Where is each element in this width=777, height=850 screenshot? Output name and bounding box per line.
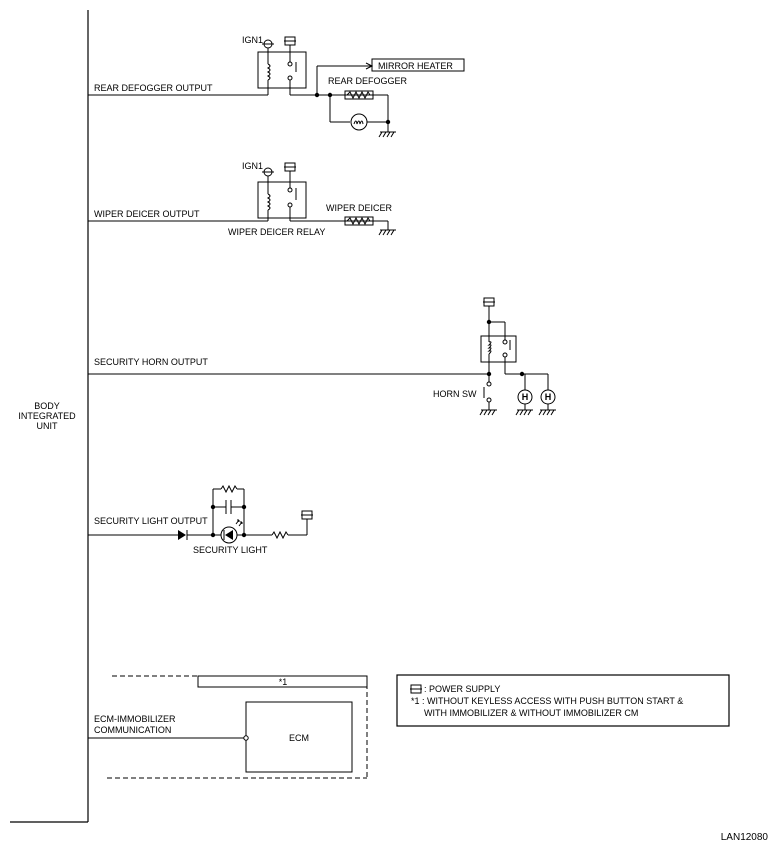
rear-defogger-ign-label: IGN1 bbox=[242, 35, 263, 45]
body-integrated-unit: BODY INTEGRATED UNIT bbox=[10, 10, 89, 823]
legend-note-line1: *1 : WITHOUT KEYLESS ACCESS WITH PUSH BU… bbox=[411, 696, 683, 706]
rear-defogger-circuit: REAR DEFOGGER OUTPUT IGN1 MIRROR HEATER bbox=[88, 35, 465, 138]
wiper-deicer-ign-label: IGN1 bbox=[242, 161, 263, 171]
unit-label-line3: UNIT bbox=[37, 421, 58, 431]
ecm-note-tag: *1 bbox=[279, 677, 288, 687]
security-horn-circuit: SECURITY HORN OUTPUT HORN SW bbox=[88, 297, 556, 416]
wiper-deicer-output-label: WIPER DEICER OUTPUT bbox=[94, 209, 200, 219]
ground-icon bbox=[515, 409, 533, 416]
noise-filter-icon bbox=[350, 113, 368, 131]
ecm-note-tag-box bbox=[197, 675, 368, 688]
ecm-comm-label-line1: ECM-IMMOBILIZER bbox=[94, 714, 176, 724]
legend-box bbox=[396, 674, 730, 727]
horn-relay bbox=[480, 335, 517, 363]
resistor-icon bbox=[220, 484, 238, 494]
resistor-icon bbox=[271, 530, 289, 540]
security-horn-output-label: SECURITY HORN OUTPUT bbox=[94, 357, 208, 367]
legend-power-supply: : POWER SUPPLY bbox=[424, 684, 500, 694]
legend-note-line2: WITH IMMOBILIZER & WITHOUT IMMOBILIZER C… bbox=[424, 708, 638, 718]
horn-1-symbol: H bbox=[522, 392, 529, 402]
diode-icon bbox=[178, 530, 186, 540]
security-light-output-label: SECURITY LIGHT OUTPUT bbox=[94, 516, 208, 526]
ecm-section: *1 ECM-IMMOBILIZER COMMUNICATION ECM bbox=[88, 675, 368, 779]
ground-icon bbox=[378, 131, 396, 138]
ground-icon bbox=[378, 229, 396, 236]
rear-defogger-label: REAR DEFOGGER bbox=[328, 76, 408, 86]
ground-icon bbox=[538, 409, 556, 416]
wiper-deicer-label: WIPER DEICER bbox=[326, 203, 393, 213]
ground-icon bbox=[479, 409, 497, 416]
horn-2-symbol: H bbox=[545, 392, 552, 402]
mirror-heater-box bbox=[371, 58, 465, 72]
wiper-deicer-relay bbox=[257, 181, 307, 219]
unit-label-line2: INTEGRATED bbox=[18, 411, 76, 421]
security-light-label: SECURITY LIGHT bbox=[193, 545, 268, 555]
wiper-deicer-circuit: WIPER DEICER OUTPUT IGN1 WIPER DEICER WI… bbox=[88, 161, 396, 237]
unit-label-line1: BODY bbox=[34, 401, 60, 411]
security-light-circuit: SECURITY LIGHT OUTPUT SECURITY LIGHT bbox=[88, 484, 313, 555]
wiper-deicer-relay-label: WIPER DEICER RELAY bbox=[228, 227, 325, 237]
figure-id: LAN12080 bbox=[721, 832, 769, 843]
relay-coil-icon bbox=[266, 193, 271, 211]
rear-defogger-output-label: REAR DEFOGGER OUTPUT bbox=[94, 83, 213, 93]
relay-coil-icon bbox=[266, 63, 271, 81]
mirror-heater-label: MIRROR HEATER bbox=[378, 61, 453, 71]
ecm-comm-label-line2: COMMUNICATION bbox=[94, 725, 171, 735]
rear-defogger-relay bbox=[257, 51, 307, 89]
relay-coil-icon bbox=[487, 341, 492, 355]
horn-switch-label: HORN SW bbox=[433, 389, 477, 399]
ecm-box-label: ECM bbox=[289, 733, 309, 743]
legend: : POWER SUPPLY *1 : WITHOUT KEYLESS ACCE… bbox=[396, 674, 730, 727]
